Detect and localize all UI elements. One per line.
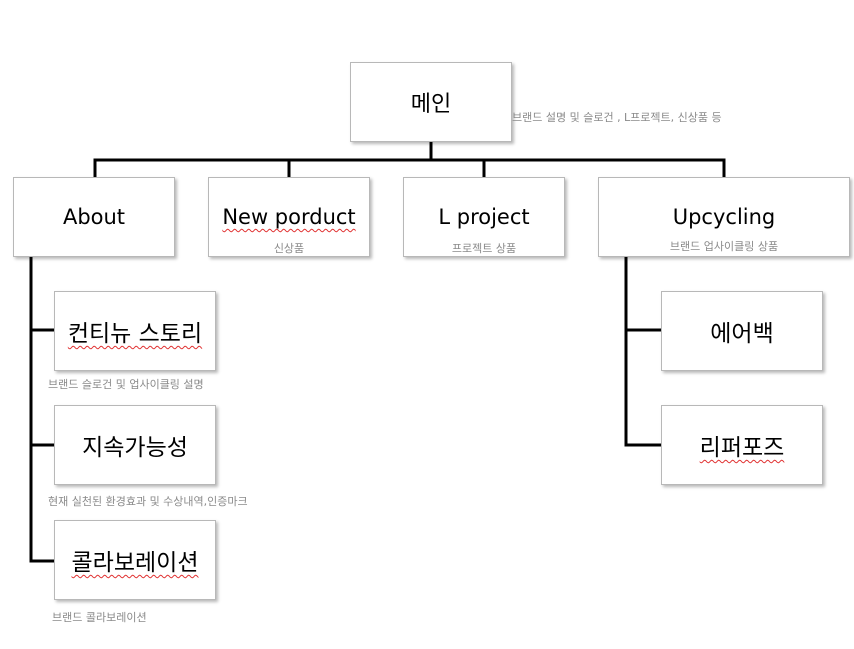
node-repurpose: 리퍼포즈: [661, 405, 823, 485]
node-upcycling-label: Upcycling: [672, 205, 776, 229]
node-root: 메인: [350, 62, 512, 142]
node-upcycling-note: 브랜드 업사이클링 상품: [669, 240, 779, 253]
node-continue-story: 컨티뉴 스토리: [54, 291, 216, 371]
node-sustainability-note: 현재 실천된 환경효과 및 수상내역,인증마크: [48, 495, 248, 508]
node-repurpose-label: 리퍼포즈: [699, 435, 785, 461]
node-collaboration: 콜라보레이션: [54, 520, 216, 600]
node-airbag-label: 에어백: [710, 321, 774, 347]
node-about: About: [13, 177, 175, 257]
node-upcycling: Upcycling 브랜드 업사이클링 상품: [598, 177, 850, 257]
node-l-project-note: 프로젝트 상품: [451, 242, 517, 255]
node-collaboration-note: 브랜드 콜라보레이션: [52, 611, 147, 624]
node-l-project-label: L project: [438, 205, 530, 229]
node-continue-story-note: 브랜드 슬로건 및 업사이클링 설명: [48, 378, 204, 391]
node-root-label: 메인: [410, 92, 452, 117]
node-continue-story-label: 컨티뉴 스토리: [67, 321, 203, 347]
node-root-note: 브랜드 설명 및 슬로건 , L프로젝트, 신상품 등: [512, 111, 722, 124]
node-collaboration-label: 콜라보레이션: [71, 550, 199, 576]
node-about-label: About: [62, 205, 126, 229]
node-l-project: L project 프로젝트 상품: [403, 177, 565, 257]
node-sustainability: 지속가능성: [54, 405, 216, 485]
node-new-product: New porduct 신상품: [208, 177, 370, 257]
node-new-product-label: New porduct: [222, 205, 356, 229]
node-sustainability-label: 지속가능성: [82, 435, 188, 461]
node-new-product-note: 신상품: [273, 242, 305, 255]
node-airbag: 에어백: [661, 291, 823, 371]
